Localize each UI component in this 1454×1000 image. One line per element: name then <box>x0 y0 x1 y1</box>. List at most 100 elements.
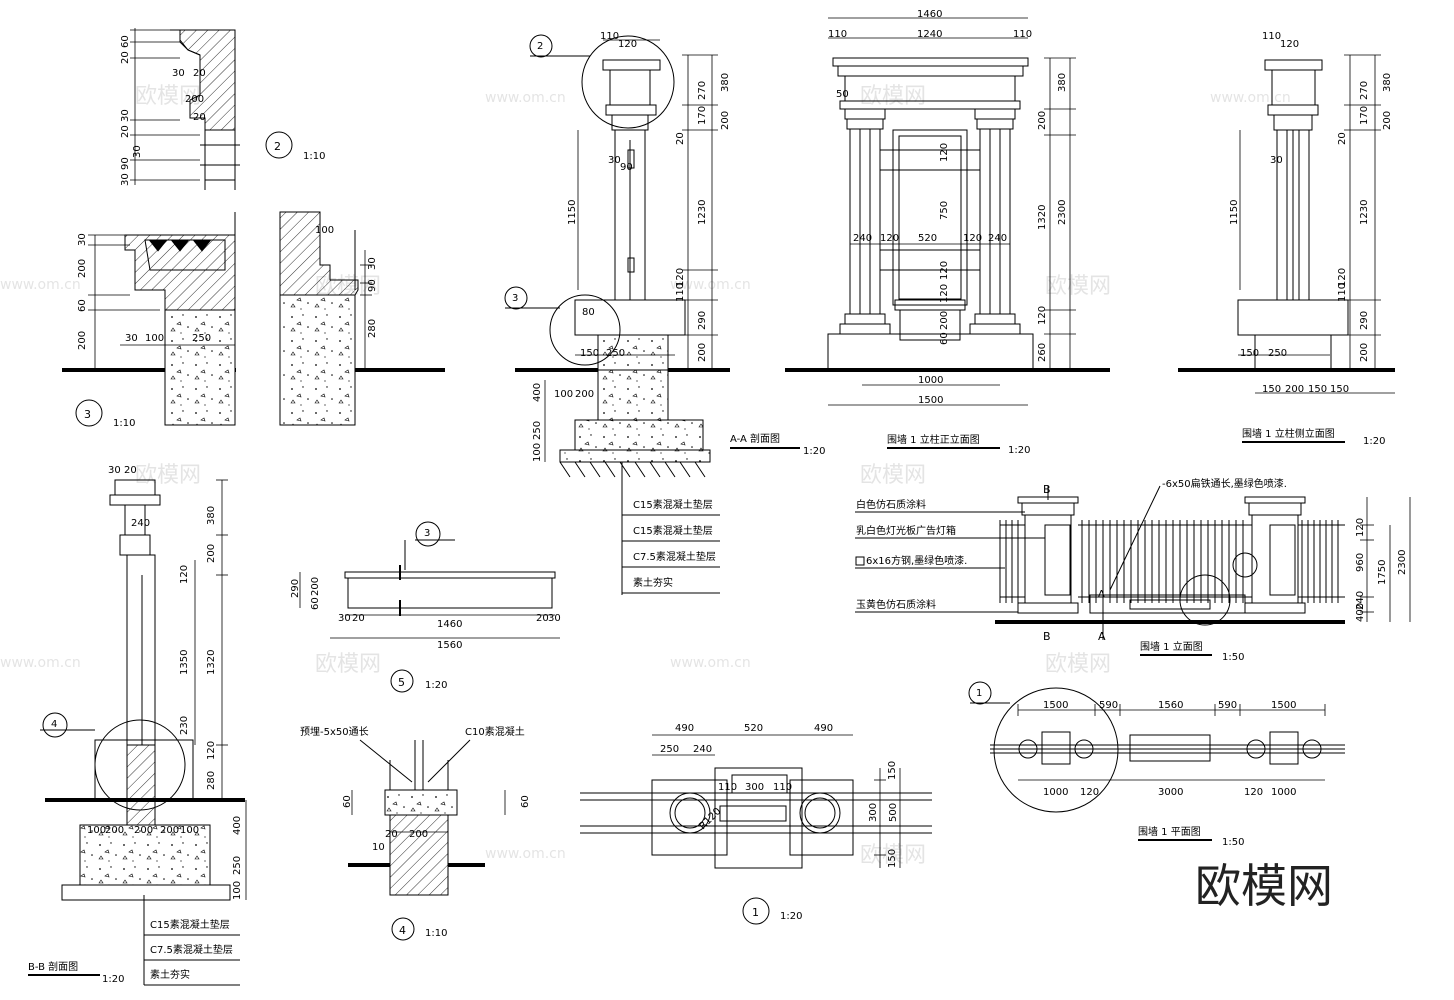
svg-text:素土夯实: 素土夯实 <box>150 968 190 981</box>
svg-text:150: 150 <box>887 761 898 780</box>
svg-text:200: 200 <box>1382 111 1393 130</box>
svg-text:1460: 1460 <box>437 619 462 630</box>
svg-text:110: 110 <box>1013 29 1032 40</box>
callout-number: 2 <box>537 41 543 52</box>
svg-text:250: 250 <box>232 856 243 875</box>
svg-text:30: 30 <box>132 145 143 158</box>
svg-text:520: 520 <box>918 233 937 244</box>
svg-text:200: 200 <box>1037 111 1048 130</box>
detail-3b: 100 30 90 280 <box>279 211 445 426</box>
svg-text:30: 30 <box>338 613 351 624</box>
detail-number: 4 <box>399 924 406 937</box>
svg-text:120: 120 <box>1244 787 1263 798</box>
svg-text:200: 200 <box>1359 343 1370 362</box>
svg-text:C15素混凝土垫层: C15素混凝土垫层 <box>633 498 713 511</box>
section-scale: 1:20 <box>803 446 825 457</box>
watermark-url: www.om.cn <box>670 277 751 293</box>
svg-text:1320: 1320 <box>1037 205 1048 230</box>
detail-5: 290 60 200 30 20 1460 20 30 1560 3 5 1:2… <box>290 521 561 693</box>
elevation-scale: 1:20 <box>1008 445 1030 456</box>
svg-text:120: 120 <box>939 284 950 303</box>
svg-text:120: 120 <box>939 143 950 162</box>
svg-text:110: 110 <box>773 782 792 793</box>
svg-text:380: 380 <box>1382 73 1393 92</box>
svg-text:590: 590 <box>1218 700 1237 711</box>
svg-text:20: 20 <box>193 68 206 79</box>
svg-text:120: 120 <box>1337 268 1348 287</box>
plan-title: 围墙 1 平面图 <box>1138 825 1201 838</box>
svg-text:100: 100 <box>232 881 243 900</box>
brand-watermark: 欧模网 <box>1195 859 1333 913</box>
elevation-title: 围墙 1 立面图 <box>1140 640 1203 653</box>
svg-text:1500: 1500 <box>1043 700 1068 711</box>
svg-text:200: 200 <box>575 389 594 400</box>
svg-text:30: 30 <box>125 333 138 344</box>
svg-text:1000: 1000 <box>918 375 943 386</box>
svg-text:290: 290 <box>697 311 708 330</box>
svg-text:C7.5素混凝土垫层: C7.5素混凝土垫层 <box>633 550 716 563</box>
svg-text:30: 30 <box>367 257 378 270</box>
svg-text:170: 170 <box>697 106 708 125</box>
svg-text:280: 280 <box>367 319 378 338</box>
detail-3: 30 200 60 200 30 100 250 3 1:10 <box>62 212 236 429</box>
svg-text:400: 400 <box>532 383 543 402</box>
svg-text:380: 380 <box>1057 73 1068 92</box>
section-marker: A <box>1098 630 1106 643</box>
svg-text:250: 250 <box>532 421 543 440</box>
svg-text:20: 20 <box>536 613 549 624</box>
svg-text:120: 120 <box>618 39 637 50</box>
svg-text:10: 10 <box>372 842 385 853</box>
svg-text:150: 150 <box>1330 384 1349 395</box>
svg-text:1560: 1560 <box>437 640 462 651</box>
svg-text:100: 100 <box>180 825 199 836</box>
svg-text:80: 80 <box>582 307 595 318</box>
watermark-logo: 欧模网 <box>860 84 926 109</box>
section-marker: A <box>1098 589 1105 600</box>
svg-text:60: 60 <box>939 332 950 345</box>
svg-text:200: 200 <box>77 331 88 350</box>
svg-text:60: 60 <box>310 597 321 610</box>
section-scale: 1:20 <box>102 974 124 985</box>
detail-number: 5 <box>398 676 405 689</box>
svg-text:120: 120 <box>179 565 190 584</box>
svg-text:520: 520 <box>744 723 763 734</box>
detail-1-plan: 490 520 490 250 240 300 110 110 150 300 … <box>580 723 932 925</box>
watermark-url: www.om.cn <box>485 846 566 862</box>
svg-text:20: 20 <box>1337 132 1348 145</box>
svg-text:1460: 1460 <box>917 9 942 20</box>
svg-text:250: 250 <box>660 744 679 755</box>
svg-text:20: 20 <box>193 112 206 123</box>
detail-number: 3 <box>84 408 91 421</box>
svg-text:1150: 1150 <box>567 200 578 225</box>
svg-text:乳白色灯光板广告灯箱: 乳白色灯光板广告灯箱 <box>856 524 956 537</box>
svg-text:C10素混凝土: C10素混凝土 <box>465 725 525 738</box>
svg-text:240: 240 <box>988 233 1007 244</box>
side-elevation: 110 120 380 270 170 200 20 1150 30 1230 … <box>1178 31 1395 447</box>
detail-2: 20 60 30 20 200 20 20 30 30 30 90 2 1:10 <box>120 28 325 190</box>
svg-text:120: 120 <box>1080 787 1099 798</box>
detail-scale: 1:10 <box>425 928 447 939</box>
watermark-url: www.om.cn <box>670 655 751 671</box>
svg-text:20: 20 <box>675 132 686 145</box>
svg-text:170: 170 <box>1359 106 1370 125</box>
svg-text:50: 50 <box>836 89 849 100</box>
svg-text:120: 120 <box>206 741 217 760</box>
svg-text:1500: 1500 <box>1271 700 1296 711</box>
svg-text:1230: 1230 <box>1359 200 1370 225</box>
svg-text:250: 250 <box>1268 348 1287 359</box>
svg-text:490: 490 <box>675 723 694 734</box>
svg-text:380: 380 <box>720 73 731 92</box>
svg-text:290: 290 <box>1359 311 1370 330</box>
svg-text:1350: 1350 <box>179 650 190 675</box>
callout-number: 3 <box>512 293 518 304</box>
svg-text:30: 30 <box>1270 155 1283 166</box>
detail-scale: 1:20 <box>425 680 447 691</box>
svg-text:490: 490 <box>814 723 833 734</box>
svg-text:200: 200 <box>134 825 153 836</box>
svg-text:1560: 1560 <box>1158 700 1183 711</box>
svg-text:120: 120 <box>880 233 899 244</box>
callout-number: 3 <box>424 528 430 539</box>
svg-text:110: 110 <box>600 31 619 42</box>
svg-text:270: 270 <box>697 81 708 100</box>
